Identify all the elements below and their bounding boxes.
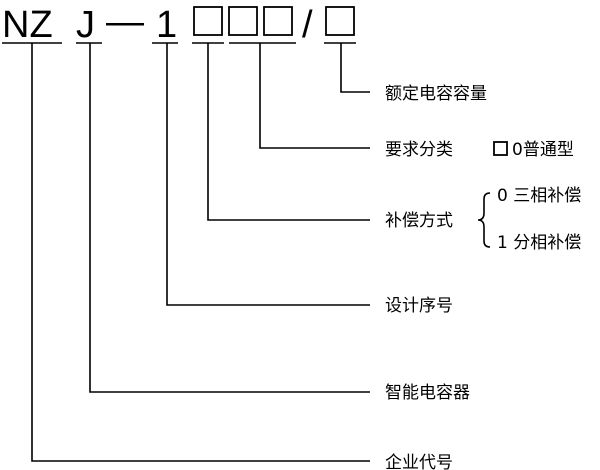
label-requirement-option: 0普通型 (512, 140, 574, 160)
label-compensation: 补偿方式 (385, 211, 453, 231)
leader-product (89, 43, 370, 393)
code-design: 1 (156, 4, 177, 46)
label-product: 智能电容器 (385, 383, 470, 403)
label-capacity: 额定电容容量 (385, 84, 487, 104)
leader-compensation (207, 43, 370, 221)
leader-company (31, 43, 370, 462)
code-type: J (76, 4, 95, 46)
code-company: NZ (2, 4, 53, 46)
label-design-no: 设计序号 (385, 296, 453, 316)
placeholder-box-compensation (193, 6, 223, 36)
leader-design (166, 43, 370, 306)
leader-capacity (340, 43, 370, 93)
placeholder-box-requirement (228, 6, 258, 36)
placeholder-box-reserved (263, 6, 293, 36)
code-slash: / (302, 4, 313, 46)
label-company-code: 企业代号 (385, 453, 453, 470)
label-compensation-option-0: 0 三相补偿 (497, 186, 581, 206)
placeholder-box-capacity (325, 6, 355, 36)
label-compensation-option-1: 1 分相补偿 (497, 233, 581, 253)
leader-requirement (259, 43, 370, 149)
brace-compensation (477, 192, 491, 248)
option-box (493, 141, 508, 156)
code-dash: — (106, 1, 144, 43)
label-requirement: 要求分类 (385, 140, 453, 160)
